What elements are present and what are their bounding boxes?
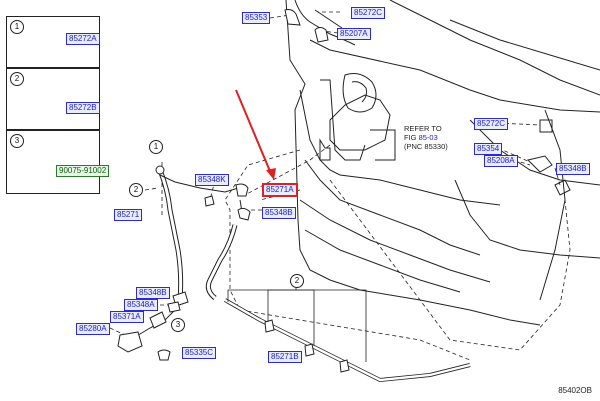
part-label-85271B[interactable]: 85271B — [268, 351, 302, 363]
refer-note-line1: REFER TO — [404, 124, 442, 133]
part-label-85348B-left[interactable]: 85348B — [136, 287, 170, 299]
refer-fig-link[interactable]: 85-03 — [418, 133, 438, 142]
bumper-outline — [285, 0, 600, 326]
part-label-85272C-top[interactable]: 85272C — [351, 7, 386, 19]
callout-3: 3 — [171, 318, 185, 332]
key-callout-2: 2 — [10, 72, 24, 86]
refer-note-line3: (PNC 85330) — [404, 142, 448, 151]
part-label-85348B-right[interactable]: 85348B — [556, 163, 590, 175]
refer-note-line2-prefix: FIG — [404, 133, 419, 142]
key-box-3 — [6, 130, 100, 194]
refer-note: REFER TO FIG 85-03 (PNC 85330) — [404, 124, 448, 151]
part-label-85348A[interactable]: 85348A — [124, 299, 158, 311]
key-label-85272B[interactable]: 85272B — [66, 102, 100, 114]
part-label-85280A[interactable]: 85280A — [76, 323, 110, 335]
key-label-90075-91002[interactable]: 90075-91002 — [56, 165, 110, 177]
callout-1: 1 — [149, 140, 163, 154]
part-label-85353[interactable]: 85353 — [242, 12, 271, 24]
callout-2: 2 — [129, 183, 143, 197]
figure-id: 85402OB — [558, 386, 592, 395]
callout-2-nozzles: 2 — [290, 274, 304, 288]
part-label-85271A[interactable]: 85271A — [262, 183, 298, 197]
part-label-85208A[interactable]: 85208A — [484, 155, 518, 167]
hose-assemblies — [129, 169, 471, 383]
small-components — [117, 9, 350, 373]
part-label-85271[interactable]: 85271 — [114, 209, 143, 221]
part-label-85335C[interactable]: 85335C — [182, 347, 217, 359]
part-label-85272C-right[interactable]: 85272C — [474, 118, 509, 130]
part-label-85348K[interactable]: 85348K — [195, 174, 229, 186]
part-label-85348B-mid[interactable]: 85348B — [262, 207, 296, 219]
part-label-85354[interactable]: 85354 — [474, 143, 503, 155]
part-label-85207A[interactable]: 85207A — [337, 28, 371, 40]
highlight-arrow — [235, 89, 276, 180]
key-callout-3: 3 — [10, 134, 24, 148]
key-callout-1: 1 — [10, 20, 24, 34]
key-label-85272A[interactable]: 85272A — [66, 33, 100, 45]
part-label-85371A[interactable]: 85371A — [110, 311, 144, 323]
